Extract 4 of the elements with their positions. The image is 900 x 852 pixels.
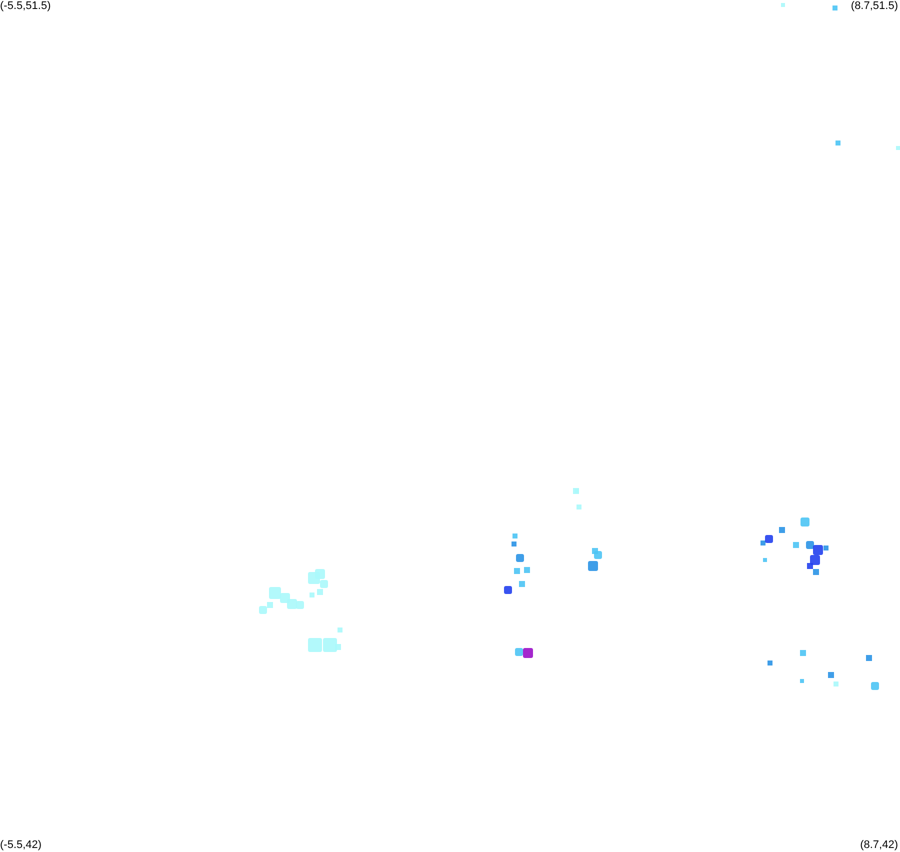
coordinate-label: (8.7,42) xyxy=(860,839,898,852)
coordinate-label: (8.7,51.5) xyxy=(850,0,898,13)
coordinate-label: (-5.5,51.5) xyxy=(0,0,51,13)
coordinate-label: (-5.5,42) xyxy=(0,839,42,852)
